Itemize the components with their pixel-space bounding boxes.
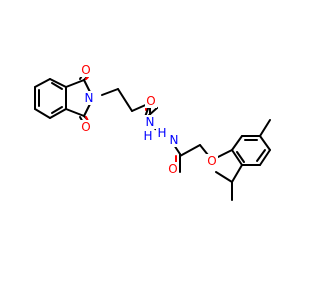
atom-h1: H [143, 129, 152, 143]
atom-o5: O [207, 154, 216, 168]
atom-nh2: N [170, 133, 179, 147]
methyl-substituent [259, 119, 271, 137]
atom-nh1: N [146, 115, 155, 129]
isopropyl-substituent [215, 164, 243, 201]
molecule-structure-diagram: O N O O N H N H O O [34, 63, 271, 201]
atom-o1: O [81, 63, 90, 77]
atom-labels: O N O O N H N H O O [80, 63, 218, 176]
phthalimide-benzene-ring [34, 78, 67, 119]
atom-o3: O [146, 94, 155, 108]
aryl-ring [231, 135, 271, 166]
atom-h2: H [157, 126, 166, 140]
atom-o2: O [81, 120, 90, 134]
atom-o4: O [168, 162, 177, 176]
atom-n1: N [85, 91, 94, 105]
